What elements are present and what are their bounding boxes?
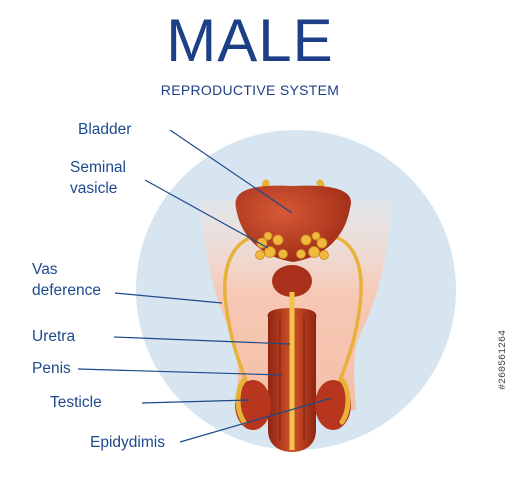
- vas-deferens-left: [223, 234, 269, 386]
- diagram-subtitle: REPRODUCTIVE SYSTEM: [160, 82, 340, 98]
- vas-deferens-right: [319, 234, 363, 386]
- label-vas-line1: Vas: [32, 261, 58, 278]
- label-bladder: Bladder: [78, 121, 132, 138]
- diagram-title: MALE: [166, 7, 334, 74]
- stock-id-watermark: #260561264: [498, 330, 509, 391]
- seminal-vesicles: [255, 231, 329, 260]
- label-testicle: Testicle: [50, 394, 102, 411]
- leader-lines: [77, 129, 333, 443]
- label-seminal-line2: vasicle: [70, 180, 118, 197]
- label-vas-line2: deference: [32, 282, 101, 299]
- label-uretra: Uretra: [32, 328, 76, 345]
- body-silhouette: [200, 200, 392, 410]
- label-epididymis: Epidydimis: [90, 434, 165, 451]
- label-seminal-line1: Seminal: [70, 159, 126, 176]
- label-penis: Penis: [32, 360, 71, 377]
- prostate-gland: [272, 265, 312, 297]
